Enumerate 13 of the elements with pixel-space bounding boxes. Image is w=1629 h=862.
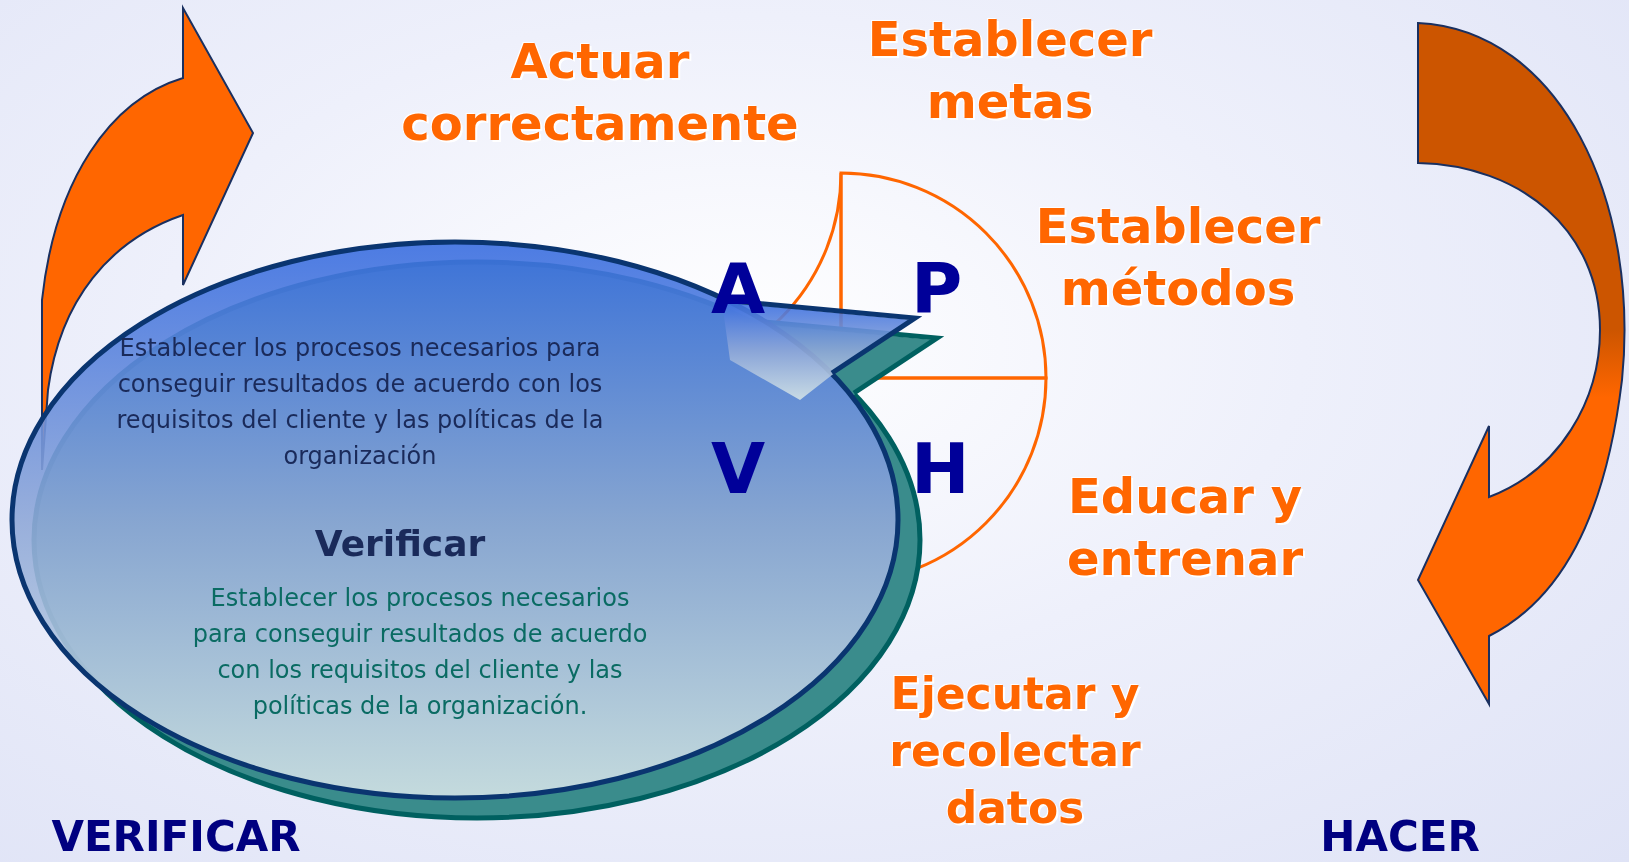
quadrant-letter: H	[911, 428, 970, 510]
bubble-text: Establecer los procesos necesarios para conseguir resultados de acuerdo con los requisitos del cliente y las políticas de la organización.	[191, 583, 649, 722]
bubble-text: Establecer los procesos necesarios para conseguir resultados de acuerdo con los requisitos del cliente y las políticas de la organización	[115, 333, 605, 472]
stage-label: Actuar correctamente	[400, 32, 800, 154]
stage-label: Establecer métodos	[1034, 197, 1322, 319]
quadrant-letter: V	[711, 428, 766, 510]
stage-label: Educar y entrenar	[1065, 467, 1305, 589]
bubble-heading: Verificar	[313, 522, 487, 566]
phase-heading: HACER	[1319, 811, 1481, 862]
phase-heading: VERIFICAR	[50, 811, 302, 862]
quadrant-letter: P	[911, 248, 963, 330]
stage-label: Establecer metas	[866, 10, 1154, 132]
stage-label: Ejecutar y recolectar datos	[888, 667, 1142, 836]
